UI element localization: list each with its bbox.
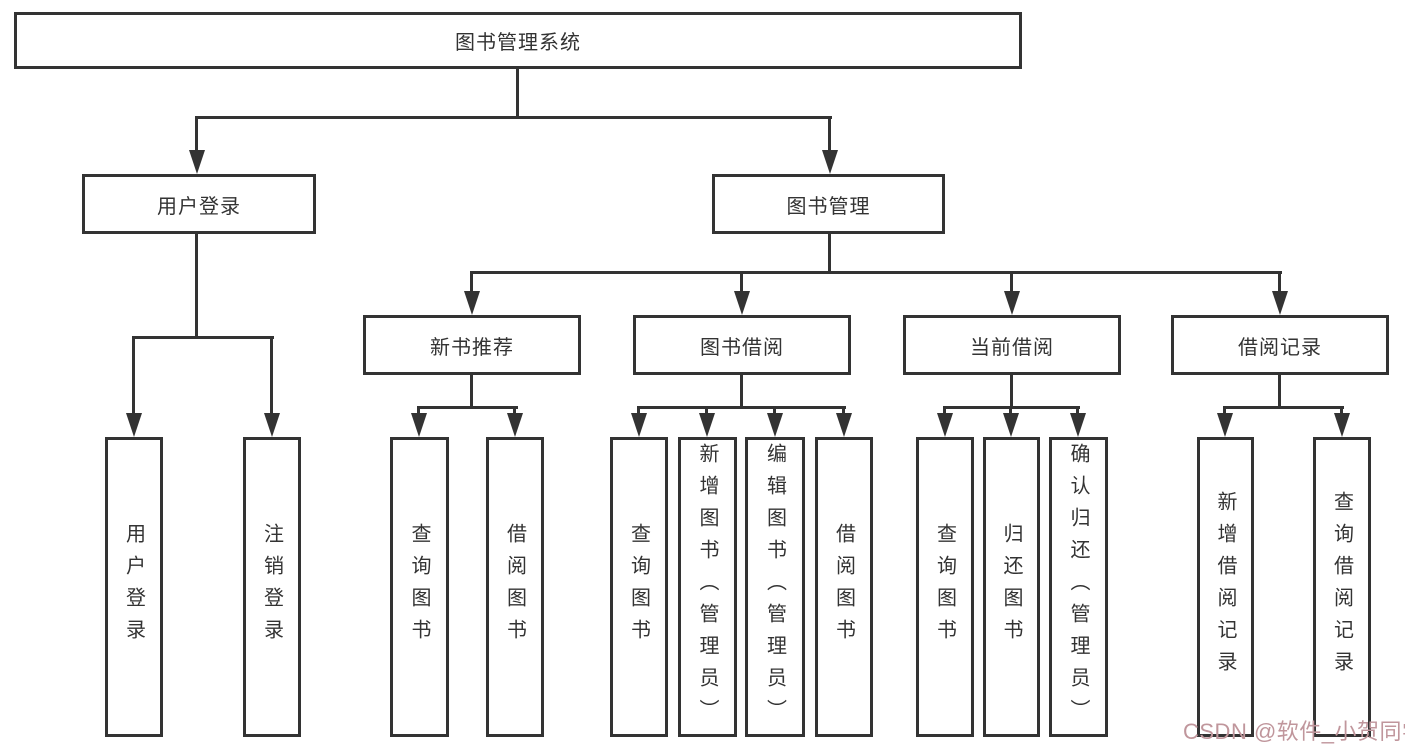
connector-line [740,375,743,408]
node-borrow-records: 借阅记录 [1171,315,1389,375]
connector-line [740,271,743,293]
node-current-borrow: 当前借阅 [903,315,1121,375]
arrowhead-down-icon [464,291,480,315]
arrowhead-down-icon [126,413,142,437]
connector-line [470,375,473,408]
leaf-query-books-current: 查询图书 [916,437,974,737]
arrowhead-down-icon [767,413,783,437]
leaf-confirm-return-admin: 确认归还（管理员） [1049,437,1108,737]
arrowhead-down-icon [699,413,715,437]
leaf-query-borrow-record: 查询借阅记录 [1313,437,1371,737]
connector-line [773,406,776,415]
arrowhead-down-icon [836,413,852,437]
leaf-add-borrow-record: 新增借阅记录 [1197,437,1254,737]
connector-line [195,116,198,152]
arrowhead-down-icon [1334,413,1350,437]
connector-line [842,406,845,415]
arrowhead-down-icon [1070,413,1086,437]
connector-line [470,271,473,293]
connector-line [828,234,831,273]
leaf-add-book-admin: 新增图书（管理员） [678,437,737,737]
arrowhead-down-icon [631,413,647,437]
leaf-logout: 注销登录 [243,437,301,737]
leaf-return-book: 归还图书 [983,437,1040,737]
connector-line [1278,271,1281,293]
connector-line [516,69,519,118]
connector-line [1223,406,1226,415]
node-new-book-recommend: 新书推荐 [363,315,581,375]
connector-line [1340,406,1343,415]
node-book-borrow: 图书借阅 [633,315,851,375]
arrowhead-down-icon [822,150,838,174]
arrowhead-down-icon [1003,413,1019,437]
connector-line [637,406,640,415]
arrowhead-down-icon [937,413,953,437]
connector-line [705,406,708,415]
node-root: 图书管理系统 [14,12,1022,69]
arrowhead-down-icon [1272,291,1288,315]
arrowhead-down-icon [507,413,523,437]
leaf-user-login: 用户登录 [105,437,163,737]
leaf-borrow-books-recommend: 借阅图书 [486,437,544,737]
connector-line [1009,406,1012,415]
leaf-edit-book-admin: 编辑图书（管理员） [745,437,805,737]
leaf-query-books-borrow: 查询图书 [610,437,668,737]
connector-line [513,406,516,415]
connector-line [828,116,831,152]
connector-line [1010,375,1013,408]
arrowhead-down-icon [1004,291,1020,315]
connector-line [195,234,198,338]
arrowhead-down-icon [1217,413,1233,437]
csdn-watermark: CSDN @软件_小贺同学 [1183,719,1405,744]
connector-line [1223,406,1344,409]
connector-line [943,406,946,415]
connector-line [195,116,832,119]
connector-line [1010,271,1013,293]
connector-line [1278,375,1281,408]
node-book-management: 图书管理 [712,174,945,234]
leaf-borrow-books: 借阅图书 [815,437,873,737]
arrowhead-down-icon [264,413,280,437]
arrowhead-down-icon [734,291,750,315]
connector-line [637,406,846,409]
connector-line [1076,406,1079,415]
connector-line [270,336,273,415]
connector-line [132,336,135,415]
arrowhead-down-icon [411,413,427,437]
connector-line [417,406,420,415]
leaf-query-books-recommend: 查询图书 [390,437,449,737]
connector-line [417,406,518,409]
connector-line [132,336,274,339]
connector-line [470,271,1282,274]
node-user-login: 用户登录 [82,174,316,234]
arrowhead-down-icon [189,150,205,174]
